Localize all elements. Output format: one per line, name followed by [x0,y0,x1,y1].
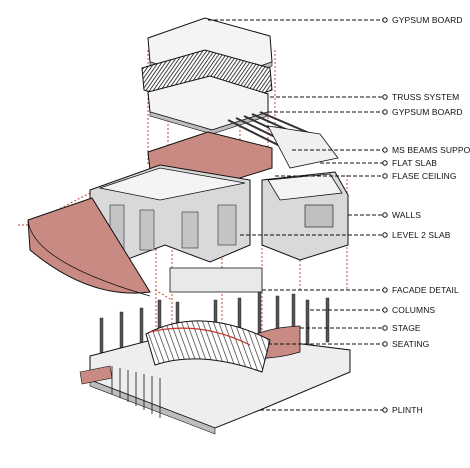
label-gypsum-board: GYPSUM BOARD [392,107,463,117]
facade-detail-layer [169,267,263,293]
label-false-ceiling: FLASE CEILING [392,171,457,181]
leader-lines [208,19,383,411]
label-ms-beams: MS BEAMS SUPPO [392,145,470,155]
leader-dots [382,17,388,413]
label-facade-detail: FACADE DETAIL [392,285,459,295]
label-stage: STAGE [392,323,421,333]
label-plinth: PLINTH [392,405,423,415]
label-level2-slab: LEVEL 2 SLAB [392,230,451,240]
label-flat-slab: FLAT SLAB [392,158,437,168]
label-truss-system: TRUSS SYSTEM [392,92,460,102]
flat-slab-layer [267,125,339,169]
walls-layer [89,164,349,263]
label-walls: WALLS [392,210,422,220]
label-columns: COLUMNS [392,305,436,315]
level2-slab-layer [27,197,151,297]
seating-layer [145,320,271,373]
label-seating: SEATING [392,339,430,349]
label-gypsum-board-top: GYPSUM BOARD [392,15,463,25]
